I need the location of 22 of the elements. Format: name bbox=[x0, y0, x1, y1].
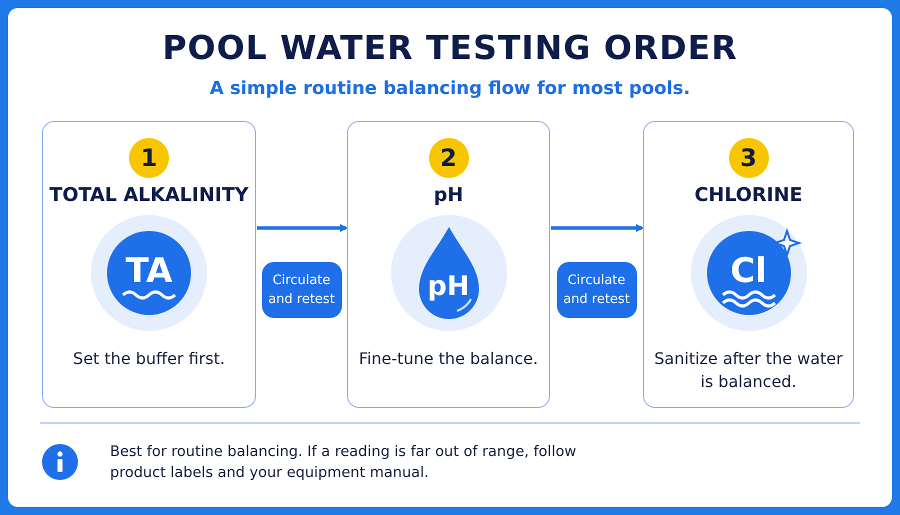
subtitle: A simple routine balancing flow for most pools. bbox=[208, 78, 692, 99]
step-heading: pH bbox=[432, 184, 464, 206]
edge-label: Circulate and retest bbox=[556, 262, 636, 318]
water-circle-icon: TA bbox=[91, 215, 207, 331]
step-heading: TOTAL ALKALINITY bbox=[48, 184, 250, 206]
step-number-badge: 2 bbox=[428, 138, 468, 178]
arrow bbox=[551, 224, 644, 232]
arrow bbox=[257, 224, 348, 232]
step-description: Sanitize after the water is balanced. bbox=[653, 348, 844, 393]
footer-note: Best for routine balancing. If a reading is far out of range, follow product labels and your equipment manual. bbox=[110, 443, 578, 483]
step-number-badge: 3 bbox=[728, 138, 768, 178]
step-number-badge: 1 bbox=[129, 138, 169, 178]
step-card bbox=[347, 121, 550, 408]
step-description: Set the buffer first. bbox=[72, 348, 226, 370]
title: POOL WATER TESTING ORDER bbox=[161, 28, 739, 67]
water-drop-icon: pH bbox=[390, 215, 506, 331]
step-card bbox=[42, 121, 256, 408]
edge-label: Circulate and retest bbox=[262, 262, 342, 318]
step-heading: CHLORINE bbox=[693, 184, 804, 206]
sparkle-water-icon: Cl bbox=[690, 215, 806, 331]
step-card bbox=[643, 121, 854, 408]
step-description: Fine-tune the balance. bbox=[358, 348, 540, 370]
